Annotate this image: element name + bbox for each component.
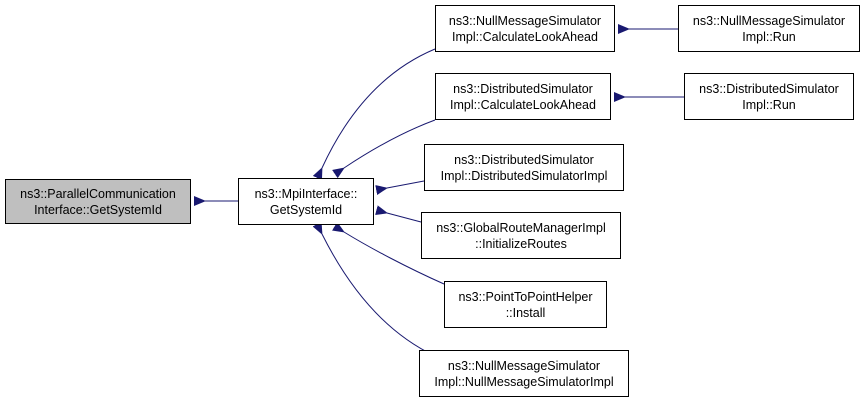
edge-distctor-to-mpi — [375, 180, 425, 195]
node-label-line2: GetSystemId — [269, 202, 343, 217]
node-label-line2: ::InitializeRoutes — [475, 236, 567, 251]
edge-nullctor-to-mpi — [312, 221, 436, 357]
node-label-line1: ns3::DistributedSimulator — [453, 81, 593, 96]
node-label-line1: ns3::PointToPointHelper — [458, 289, 593, 304]
edge-global-to-mpi — [375, 205, 422, 223]
node-distributed-calculatelookahead[interactable]: ns3::DistributedSimulator Impl::Calculat… — [435, 73, 611, 120]
node-parallel-communication-getsystemid: ns3::ParallelCommunication Interface::Ge… — [5, 179, 191, 224]
node-label-line1: ns3::NullMessageSimulator — [447, 358, 601, 373]
edge-nullcla-to-mpi — [312, 48, 436, 181]
node-label-line1: ns3::DistributedSimulator — [454, 152, 594, 167]
node-nullmessage-calculatelookahead[interactable]: ns3::NullMessageSimulator Impl::Calculat… — [435, 5, 615, 52]
node-pointtopointhelper-install[interactable]: ns3::PointToPointHelper ::Install — [444, 281, 607, 328]
node-nullmessage-constructor[interactable]: ns3::NullMessageSimulator Impl::NullMess… — [419, 350, 629, 397]
node-label-line2: Impl::Run — [742, 29, 796, 44]
node-label-line2: Impl::Run — [742, 97, 796, 112]
edge-distcla-to-mpi — [332, 119, 436, 179]
edge-p2p-to-mpi — [332, 221, 445, 285]
node-globalroutemanager-initializeroutes[interactable]: ns3::GlobalRouteManagerImpl ::Initialize… — [421, 212, 621, 259]
node-label-line1: ns3::GlobalRouteManagerImpl — [436, 220, 606, 235]
node-label-line1: ns3::ParallelCommunication — [20, 186, 176, 201]
node-label-line1: ns3::DistributedSimulator — [699, 81, 839, 96]
node-label-line2: Interface::GetSystemId — [34, 202, 162, 217]
node-nullmessage-run[interactable]: ns3::NullMessageSimulator Impl::Run — [678, 5, 860, 52]
node-label-line1: ns3::NullMessageSimulator — [692, 13, 846, 28]
node-distributed-run[interactable]: ns3::DistributedSimulator Impl::Run — [684, 73, 854, 120]
node-label-line1: ns3::MpiInterface:: — [254, 186, 358, 201]
node-distributed-constructor[interactable]: ns3::DistributedSimulator Impl::Distribu… — [424, 144, 624, 191]
node-label-line1: ns3::NullMessageSimulator — [448, 13, 602, 28]
node-label-line2: ::Install — [505, 305, 546, 320]
node-label-line2: Impl::CalculateLookAhead — [452, 29, 598, 44]
node-mpiinterface-getsystemid[interactable]: ns3::MpiInterface:: GetSystemId — [238, 178, 374, 225]
node-label-line2: Impl::NullMessageSimulatorImpl — [434, 374, 614, 389]
node-label-line2: Impl::DistributedSimulatorImpl — [440, 168, 608, 183]
node-label-line2: Impl::CalculateLookAhead — [450, 97, 596, 112]
